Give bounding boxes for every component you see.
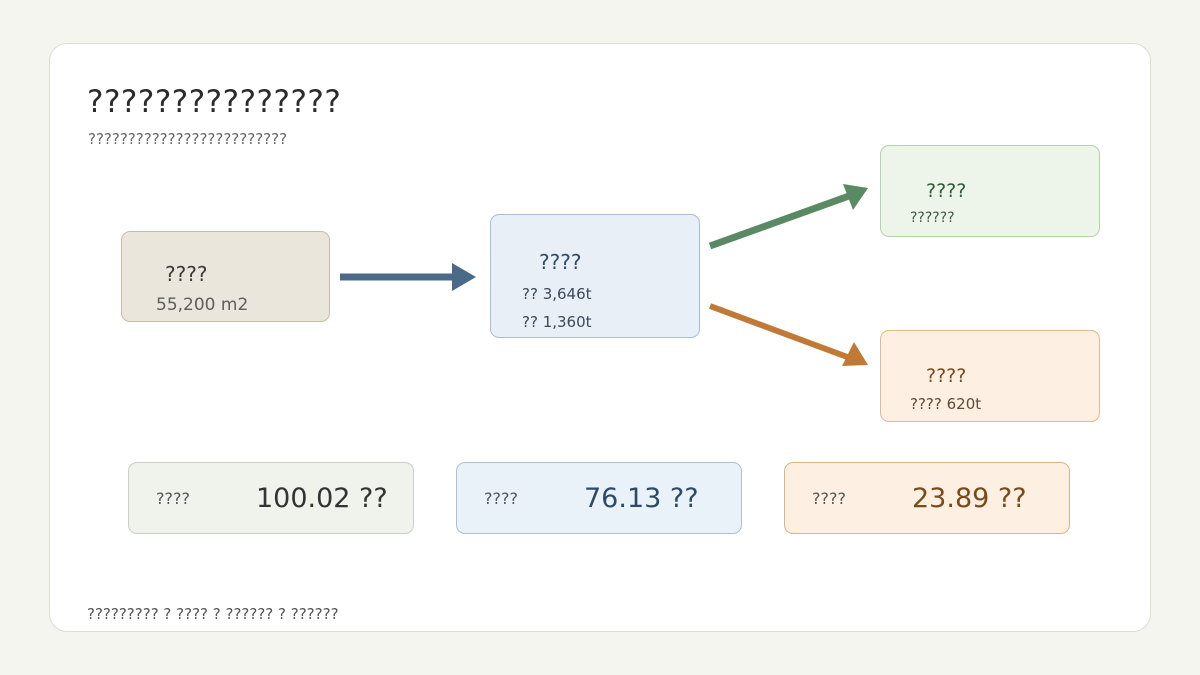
stat-blue-value: 76.13 ?? [584,483,699,514]
stat-card-total: ???? 100.02 ?? [128,462,414,534]
page-title: ??????????????? [87,84,342,120]
node-source-title: ???? [165,262,208,286]
stat-orange-label: ???? [812,489,846,508]
stat-orange-value: 23.89 ?? [912,483,1027,514]
stat-total-value: 100.02 ?? [256,483,388,514]
node-green: ???? ?????? [880,145,1100,237]
stat-card-blue: ???? 76.13 ?? [456,462,742,534]
node-source: ???? 55,200 m2 [121,231,330,322]
node-green-title: ???? [926,180,967,202]
node-orange-detail: ???? 620t [910,395,982,413]
node-center-line1: ?? 3,646t [522,285,592,303]
page-subtitle: ????????????????????????? [88,130,288,148]
stat-total-label: ???? [156,489,190,508]
node-center: ???? ?? 3,646t ?? 1,360t [490,214,700,338]
node-center-title: ???? [539,250,582,274]
footer-note: ????????? ? ???? ? ?????? ? ?????? [87,605,339,623]
node-center-line2: ?? 1,360t [522,313,592,331]
node-green-detail: ?????? [910,210,955,226]
node-source-detail: 55,200 m2 [156,295,249,315]
stat-blue-label: ???? [484,489,518,508]
node-orange: ???? ???? 620t [880,330,1100,422]
stat-card-orange: ???? 23.89 ?? [784,462,1070,534]
node-orange-title: ???? [926,365,967,387]
